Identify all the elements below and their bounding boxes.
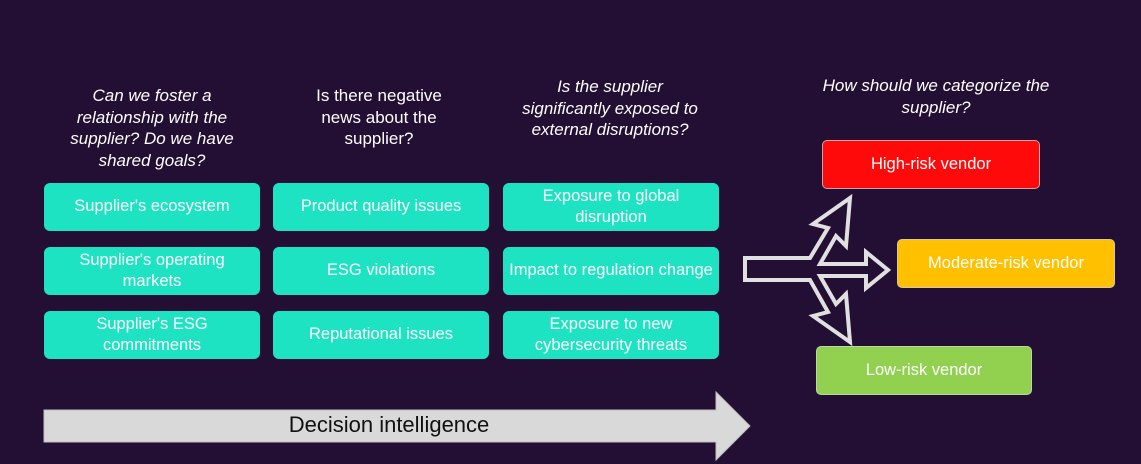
outcome-high-risk: High-risk vendor — [822, 140, 1040, 189]
factor-box-operating-markets: Supplier's operating markets — [44, 247, 260, 295]
factor-box-esg-commitments: Supplier's ESG commitments — [44, 311, 260, 359]
factor-box-product-quality: Product quality issues — [273, 183, 489, 231]
question-categorize: How should we categorize the supplier? — [822, 76, 1050, 117]
question-news: Is there negative news about the supplie… — [316, 86, 442, 148]
factor-box-global-disruption: Exposure to global disruption — [503, 183, 719, 231]
factor-box-cybersecurity: Exposure to new cybersecurity threats — [503, 311, 719, 359]
factor-box-reputational: Reputational issues — [273, 311, 489, 359]
outcome-moderate-risk: Moderate-risk vendor — [897, 239, 1115, 288]
factor-box-esg-violations: ESG violations — [273, 247, 489, 295]
question-exposure: Is the supplier significantly exposed to… — [522, 77, 698, 139]
outcome-low-risk: Low-risk vendor — [816, 346, 1032, 395]
decision-intelligence-arrow-icon — [43, 390, 751, 462]
question-relationship: Can we foster a relationship with the su… — [70, 86, 234, 170]
branch-arrow-icon — [743, 193, 892, 347]
decision-intelligence-label: Decision intelligence — [288, 412, 490, 437]
factor-box-regulation-change: Impact to regulation change — [503, 247, 719, 295]
factor-box-ecosystem: Supplier's ecosystem — [44, 183, 260, 231]
